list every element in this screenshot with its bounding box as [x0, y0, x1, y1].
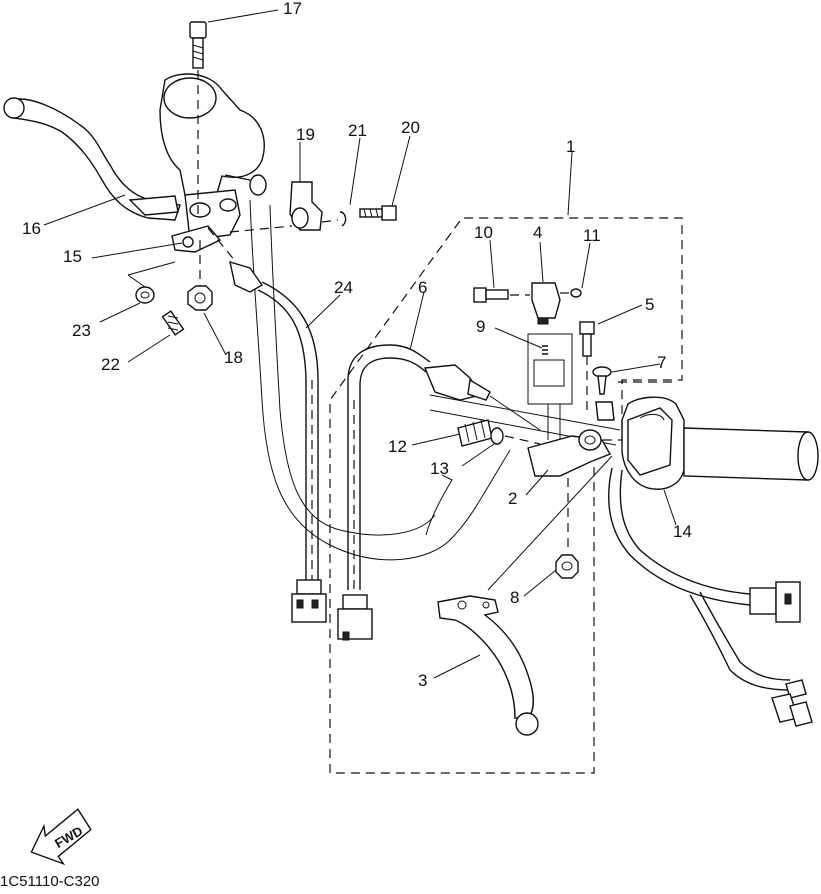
- lever-3: [437, 595, 539, 736]
- handlebar-switch-14: [607, 396, 819, 727]
- part-label-16: 16: [22, 219, 41, 238]
- part-label-23: 23: [72, 321, 91, 340]
- part-label-14: 14: [673, 522, 692, 541]
- part-label-7: 7: [657, 353, 666, 372]
- part-label-13: 13: [430, 459, 449, 478]
- left-lever-holder: [3, 21, 397, 336]
- drawing-code: 1C51110-C320: [0, 873, 100, 889]
- leader-lines: [43, 9, 677, 679]
- part-label-1: 1: [566, 137, 575, 156]
- part-label-18: 18: [224, 348, 243, 367]
- part-label-5: 5: [645, 295, 654, 314]
- part-label-22: 22: [101, 355, 120, 374]
- part-label-20: 20: [401, 118, 420, 137]
- part-label-2: 2: [508, 489, 517, 508]
- fwd-arrow-icon: FWD: [30, 808, 92, 866]
- part-label-19: 19: [296, 125, 315, 144]
- part-label-10: 10: [474, 223, 493, 242]
- part-label-6: 6: [418, 278, 427, 297]
- part-label-9: 9: [476, 317, 485, 336]
- part-label-8: 8: [510, 588, 519, 607]
- cable-24: [257, 281, 327, 623]
- part-label-17: 17: [283, 0, 302, 18]
- part-label-3: 3: [418, 671, 427, 690]
- assembly-boundary: [329, 217, 683, 774]
- part-label-15: 15: [63, 247, 82, 266]
- handlebar-outline: [249, 199, 621, 561]
- part-label-21: 21: [348, 121, 367, 140]
- part-label-12: 12: [388, 437, 407, 456]
- part-label-24: 24: [334, 278, 353, 297]
- right-lever-holder: [457, 282, 615, 579]
- part-label-4: 4: [533, 223, 542, 242]
- part-labels: 17 1 19 21 20 16 15 10 4 11 24 6 5 23 9 …: [22, 0, 692, 690]
- part-label-11: 11: [583, 226, 601, 245]
- cable-6: [337, 344, 541, 641]
